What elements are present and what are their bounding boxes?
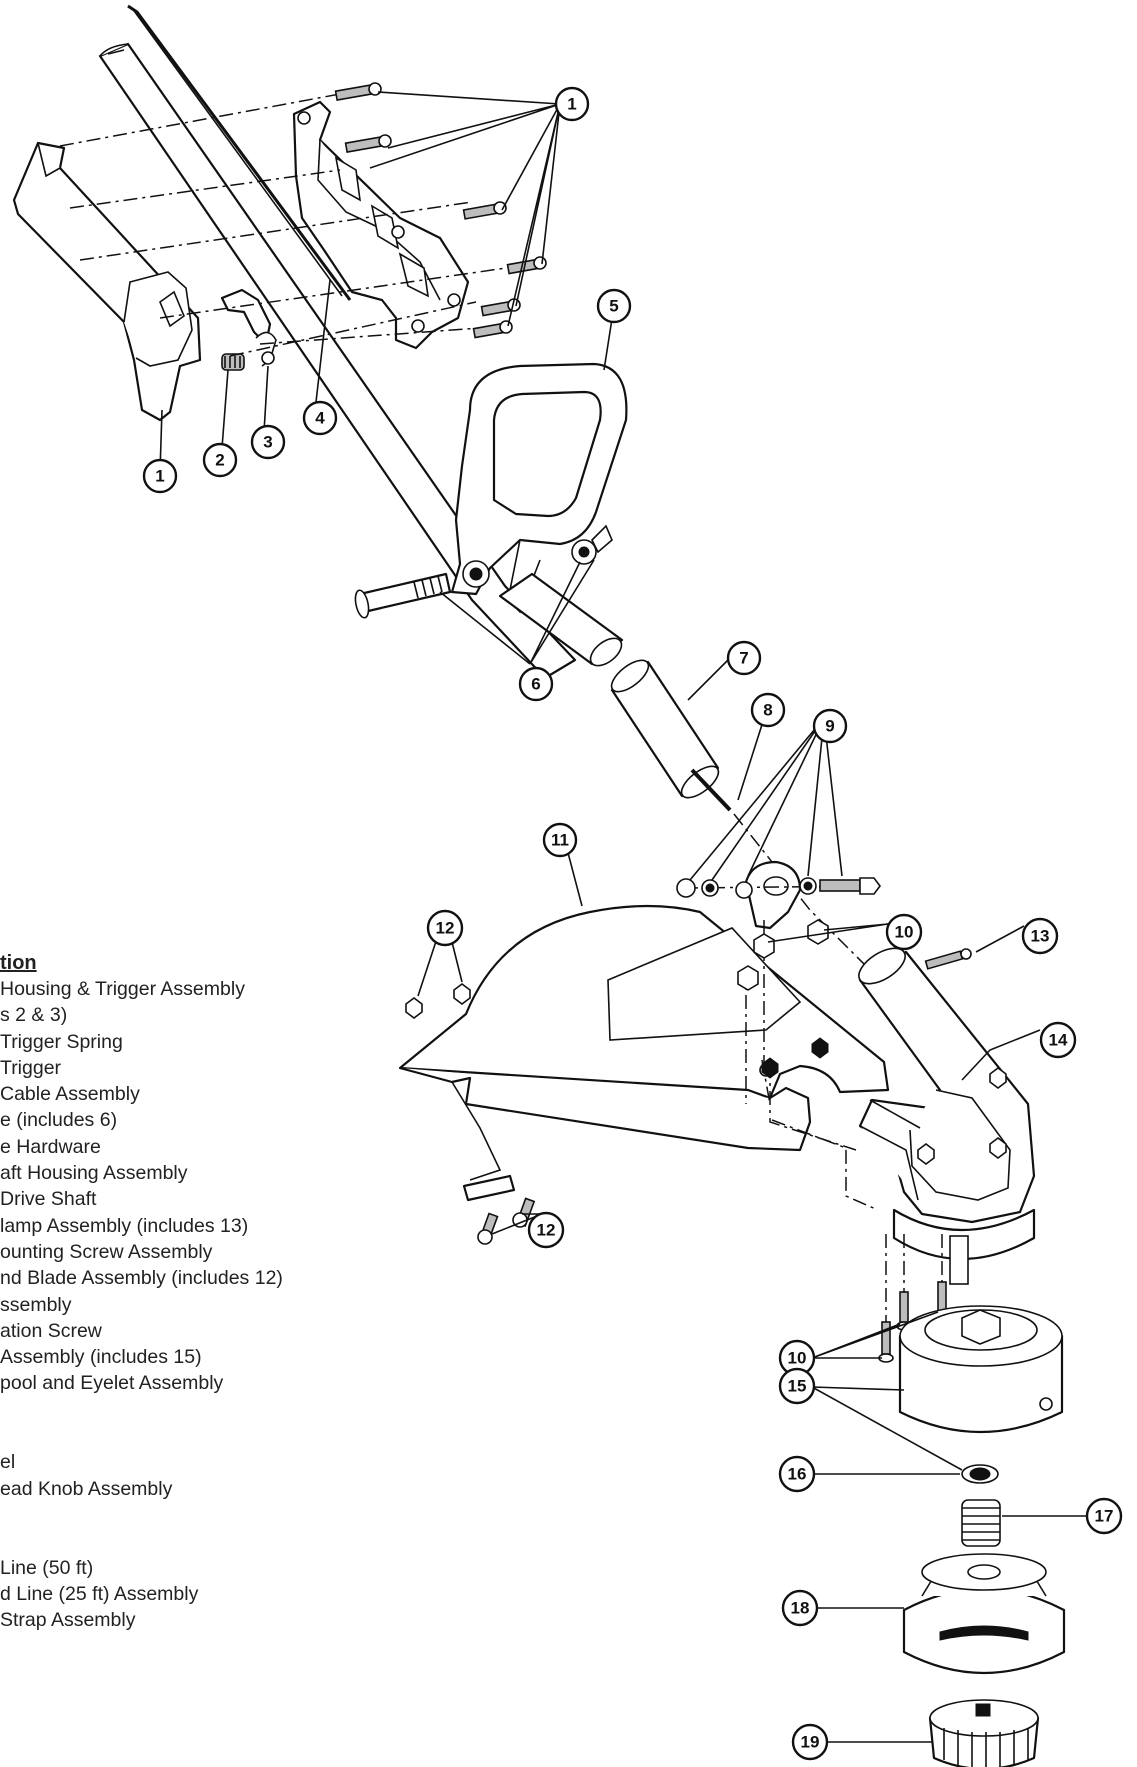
throttle-cable — [127, 4, 352, 301]
callout-12-top: 12 — [426, 909, 464, 947]
svg-text:3: 3 — [263, 433, 272, 452]
trigger-spring — [221, 351, 275, 371]
svg-text:16: 16 — [788, 1465, 807, 1484]
parts-list-row: Trigger — [0, 1056, 62, 1079]
svg-text:13: 13 — [1031, 927, 1050, 946]
svg-text:15: 15 — [788, 1377, 807, 1396]
callout-4: 4 — [302, 400, 338, 436]
svg-text:19: 19 — [801, 1733, 820, 1752]
parts-list-row: Strap Assembly — [0, 1609, 136, 1632]
parts-list-row: pool and Eyelet Assembly — [0, 1372, 224, 1395]
parts-list-row: e Hardware — [0, 1135, 101, 1158]
parts-list-row: e (includes 6) — [0, 1109, 118, 1132]
svg-text:12: 12 — [436, 919, 455, 938]
grass-guard — [398, 904, 890, 1202]
callout-5: 5 — [596, 288, 632, 324]
svg-text:1: 1 — [155, 467, 164, 486]
parts-list-row — [0, 1423, 330, 1449]
guard-screws — [405, 983, 536, 1245]
parts-list-row: aft Housing Assembly — [0, 1162, 188, 1185]
shaft-locator-screw — [924, 948, 972, 970]
spool-spring — [961, 1499, 1001, 1547]
callout-15: 15 — [778, 1367, 816, 1405]
callout-8: 8 — [750, 692, 786, 728]
callout-10-top: 10 — [885, 913, 923, 951]
callout-6: 6 — [518, 666, 554, 702]
svg-text:9: 9 — [825, 717, 834, 736]
callout-16: 16 — [778, 1455, 816, 1493]
parts-list-row: ead Knob Assembly — [0, 1477, 173, 1500]
parts-list-row: nd Blade Assembly (includes 12) — [0, 1267, 283, 1290]
svg-text:4: 4 — [315, 409, 325, 428]
parts-list-row: ation Screw — [0, 1319, 102, 1342]
svg-text:7: 7 — [739, 649, 748, 668]
callout-9: 9 — [812, 708, 848, 744]
callout-12-bottom: 12 — [527, 1211, 565, 1249]
parts-list-row — [0, 1528, 330, 1554]
shaft-clamp — [676, 860, 881, 930]
parts-list-row: Cable Assembly — [0, 1083, 140, 1106]
callout-11: 11 — [542, 822, 578, 858]
svg-text:14: 14 — [1049, 1031, 1068, 1050]
svg-text:1: 1 — [567, 95, 576, 114]
callout-19: 19 — [791, 1723, 829, 1761]
svg-text:6: 6 — [531, 675, 540, 694]
svg-text:11: 11 — [551, 831, 569, 850]
parts-list-row: s 2 & 3) — [0, 1004, 68, 1027]
bump-knob — [928, 1699, 1040, 1767]
parts-list-row: el — [0, 1451, 16, 1474]
callout-17: 17 — [1085, 1497, 1123, 1535]
auxiliary-handle — [450, 362, 628, 614]
parts-list-row: ounting Screw Assembly — [0, 1240, 213, 1263]
motor-housing-right — [292, 100, 470, 350]
callout-3: 3 — [250, 424, 286, 460]
callout-10-bottom: 10 — [778, 1339, 816, 1377]
parts-list-row: Housing & Trigger Assembly — [0, 978, 245, 1000]
callout-18: 18 — [781, 1589, 819, 1627]
svg-text:10: 10 — [895, 923, 914, 942]
parts-list-heading: tion — [0, 952, 37, 974]
svg-text:8: 8 — [763, 701, 772, 720]
callout-7: 7 — [726, 640, 762, 676]
handle-wingnut — [571, 524, 613, 565]
parts-list-row: lamp Assembly (includes 13) — [0, 1214, 249, 1237]
parts-list-row — [0, 1502, 330, 1528]
parts-list-row: Line (50 ft) — [0, 1556, 94, 1579]
svg-text:12: 12 — [537, 1221, 556, 1240]
guard-nuts — [737, 919, 829, 1105]
callout-14: 14 — [1039, 1021, 1077, 1059]
callout-13: 13 — [1021, 917, 1059, 955]
spool-washer — [961, 1464, 999, 1484]
svg-text:10: 10 — [788, 1349, 807, 1368]
motor-housing-left — [12, 141, 202, 422]
drive-shaft-housing — [610, 659, 720, 799]
parts-list-row: d Line (25 ft) Assembly — [0, 1582, 199, 1605]
callout-2: 2 — [202, 442, 238, 478]
callout-1-top: 1 — [554, 86, 590, 122]
parts-list-row: Drive Shaft — [0, 1188, 97, 1211]
parts-list-row: Assembly (includes 15) — [0, 1346, 202, 1369]
handle-bolt — [354, 572, 452, 619]
svg-text:2: 2 — [215, 451, 224, 470]
mount-guide-box — [771, 1119, 879, 1211]
callout-1-bottom: 1 — [142, 458, 178, 494]
svg-text:18: 18 — [791, 1599, 810, 1618]
trigger — [220, 288, 277, 367]
parts-list: tion Housing & Trigger Assembly s 2 & 3)… — [0, 950, 330, 1633]
svg-text:17: 17 — [1095, 1507, 1114, 1526]
parts-list-row — [0, 1397, 330, 1423]
gearbox-housing — [858, 947, 1036, 1285]
parts-list-row: ssembly — [0, 1293, 72, 1316]
svg-text:5: 5 — [609, 297, 618, 316]
parts-list-row: Trigger Spring — [0, 1030, 123, 1053]
spool-housing — [898, 1305, 1064, 1434]
spool — [902, 1553, 1066, 1675]
lower-shaft-tube — [498, 572, 624, 667]
